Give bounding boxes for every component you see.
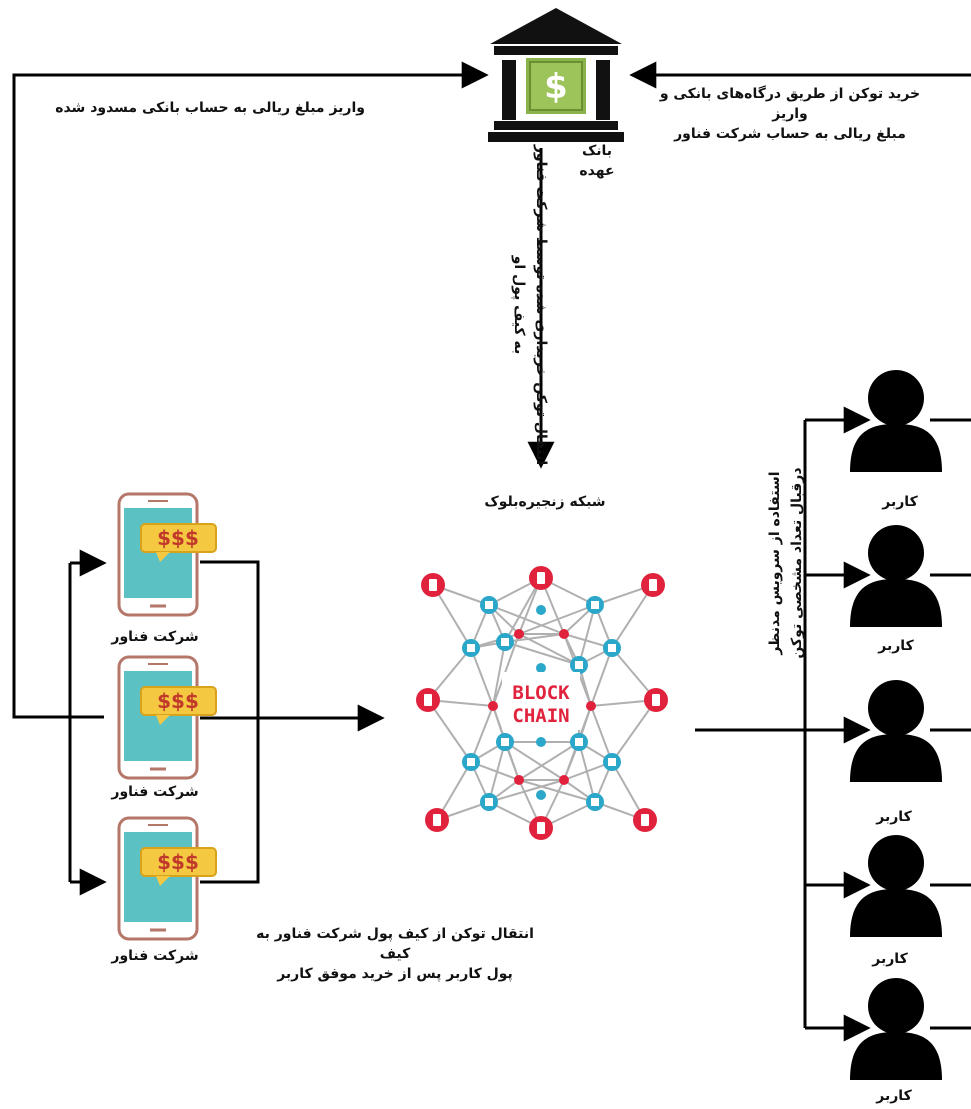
network-node-small <box>536 605 546 615</box>
purchase-label: خرید توکن از طریق درگاه‌های بانکی و واری… <box>640 84 940 144</box>
coin-symbols: $$$ <box>157 850 199 874</box>
network-node-small <box>559 629 569 639</box>
network-edge <box>518 633 580 666</box>
token-transfer-line1: انتقال توکن خریداری شده توسط شرکت فناور <box>533 144 549 466</box>
purchase-label-line2: مبلغ ریالی به حساب شرکت فناور <box>674 126 906 142</box>
network-edge <box>611 699 657 763</box>
bank-name-line2: عهده <box>579 163 615 179</box>
user-label: کاربر <box>878 638 914 654</box>
user-label: کاربر <box>876 809 912 825</box>
user-avatar-icon <box>850 680 942 782</box>
users-group <box>850 370 942 1080</box>
phone-wallet-icon: $$$ <box>117 816 217 941</box>
network-edge <box>518 741 580 781</box>
user-avatar-icon <box>850 978 942 1080</box>
network-edge <box>504 641 580 666</box>
coin-symbols: $$$ <box>157 689 199 713</box>
user-avatar-icon <box>850 525 942 627</box>
bank-icon: $ <box>488 8 624 142</box>
blockchain-network-label: شبکه زنجیره‌بلوک <box>484 494 606 510</box>
phone-wallet-icon: $$$ <box>117 492 217 617</box>
network-edge <box>488 779 565 803</box>
token-transfer-label: انتقال توکن خریداری شده توسط شرکت فناور … <box>508 140 552 470</box>
network-edge <box>427 699 472 763</box>
user-connectors <box>695 406 971 1042</box>
service-usage-label: استفاده از سرویس مدنظر درقبال تعداد مشخص… <box>764 453 808 673</box>
company-connectors <box>68 549 385 896</box>
phone-wallet-icon: $$$ <box>117 655 217 780</box>
network-edge <box>504 741 565 781</box>
user-avatar-icon <box>850 835 942 937</box>
company-label: شرکت فناور <box>111 629 199 645</box>
user-label: کاربر <box>872 951 908 967</box>
service-usage-line2: درقبال تعداد مشخصی توکن <box>789 467 805 659</box>
wallet-transfer-line2: پول کاربر پس از خرید موفق کاربر <box>277 966 513 982</box>
network-edge <box>504 577 542 643</box>
blockchain-logo-text: BLOCK <box>512 682 570 704</box>
network-node-small <box>536 663 546 673</box>
network-node-small <box>488 701 498 711</box>
svg-text:$: $ <box>544 67 568 107</box>
network-node-small <box>514 775 524 785</box>
deposit-arrow <box>12 61 489 719</box>
purchase-label-line1: خرید توکن از طریق درگاه‌های بانکی و واری… <box>659 86 921 122</box>
network-edge <box>518 779 596 803</box>
network-edge <box>504 633 565 643</box>
network-node-small <box>586 701 596 711</box>
user-label: کاربر <box>876 1088 912 1104</box>
network-edge <box>432 584 472 649</box>
user-label: کاربر <box>882 494 918 510</box>
network-edge <box>488 741 506 803</box>
network-node-small <box>536 790 546 800</box>
network-node-small <box>536 737 546 747</box>
network-edge <box>518 604 596 635</box>
network-edge <box>470 647 494 707</box>
blockchain-logo-bg <box>502 672 580 730</box>
token-transfer-line2: به کیف پول او <box>511 255 527 355</box>
user-avatar-icon <box>850 370 942 472</box>
wallet-transfer-label: انتقال توکن از کیف پول شرکت فناور به کیف… <box>245 924 545 984</box>
wallet-transfer-line1: انتقال توکن از کیف پول شرکت فناور به کیف <box>256 926 534 962</box>
company-label: شرکت فناور <box>111 784 199 800</box>
network-node-small <box>514 629 524 639</box>
company-label: شرکت فناور <box>111 948 199 964</box>
bank-name-line1: بانک <box>581 143 613 159</box>
network-edge <box>590 647 613 707</box>
network-edge <box>578 604 596 666</box>
network-edge <box>578 741 596 803</box>
network-edge <box>492 633 520 707</box>
network-edge <box>611 584 654 649</box>
deposit-label: واریز مبلغ ریالی به حساب بانکی مسدود شده <box>55 100 365 116</box>
network-node-small <box>559 775 569 785</box>
network-edge <box>590 705 613 763</box>
network-edge <box>488 604 565 635</box>
bank-name-label: بانک عهده <box>562 141 632 181</box>
service-usage-line1: استفاده از سرویس مدنظر <box>767 471 783 655</box>
network-edge <box>492 641 506 707</box>
network-edge <box>470 705 494 763</box>
coin-symbols: $$$ <box>157 526 199 550</box>
blockchain-logo-text: CHAIN <box>512 705 569 727</box>
company-phones: $$$ $$$ $$$ <box>117 492 217 941</box>
